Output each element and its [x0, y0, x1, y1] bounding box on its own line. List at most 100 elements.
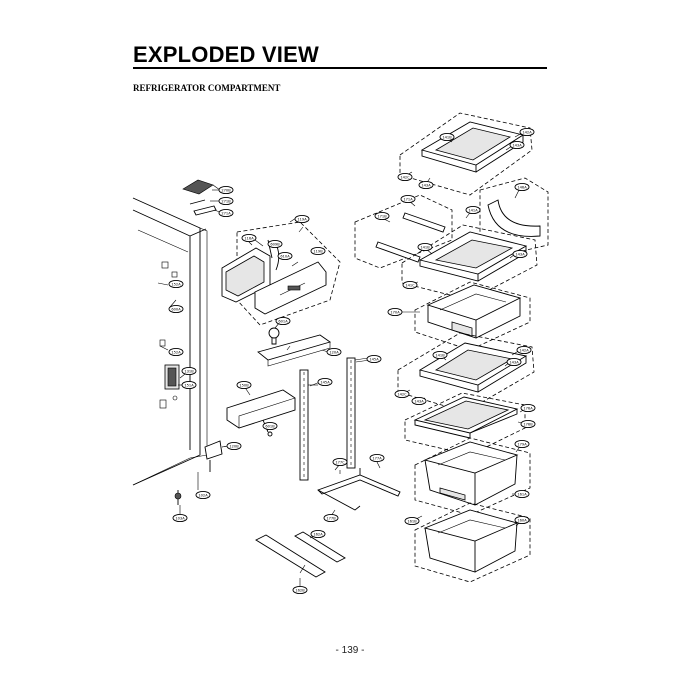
drawer-frame: [317, 468, 401, 511]
top-shelf: [399, 112, 533, 196]
svg-text:161B: 161B: [407, 519, 417, 523]
lower-rails: [255, 531, 346, 578]
svg-text:142C: 142C: [400, 175, 410, 179]
svg-text:601B: 601B: [265, 424, 275, 428]
svg-text:146A: 146A: [517, 185, 527, 189]
crisper-drawer: [414, 281, 531, 351]
callout-142C-top: 142C: [397, 172, 413, 182]
callout-103A: 103A: [172, 513, 188, 523]
svg-text:141C: 141C: [405, 283, 415, 287]
shelf-rails: [299, 357, 369, 481]
svg-text:116A: 116A: [244, 236, 254, 240]
page-number: - 139 -: [335, 645, 365, 656]
callout-143A-low: 143A: [506, 357, 522, 367]
callout-610A: 610A: [277, 251, 293, 261]
svg-text:610A: 610A: [280, 254, 290, 258]
title-divider: [133, 67, 547, 69]
callout-600A: 600A: [168, 304, 184, 314]
callout-177B: 177B: [323, 513, 339, 523]
svg-text:119A: 119A: [297, 217, 307, 221]
svg-text:160A: 160A: [517, 518, 527, 522]
svg-text:601A: 601A: [278, 319, 288, 323]
top-hinge-parts: [182, 179, 221, 216]
callout-161B: 161B: [404, 516, 420, 526]
callout-162A: 162A: [310, 529, 326, 539]
callout-601A: 601A: [275, 316, 291, 326]
svg-text:145A: 145A: [369, 357, 379, 361]
svg-text:609B: 609B: [270, 242, 280, 246]
callout-142A-low: 142A: [516, 345, 532, 355]
svg-text:171B: 171B: [377, 214, 387, 218]
callout-145A-left: 145A: [317, 377, 333, 387]
callout-152A: 152A: [168, 279, 184, 289]
callout-176A: 176A: [520, 403, 536, 413]
svg-text:143A: 143A: [414, 399, 424, 403]
callout-119A: 119A: [294, 214, 310, 224]
crisper-cover: [404, 392, 526, 456]
svg-text:141A: 141A: [468, 208, 478, 212]
svg-text:143A: 143A: [512, 143, 522, 147]
part-callouts: 270B 271B 271A 119A 116A 609B 610A 119B …: [168, 127, 536, 595]
vegetable-drawer-lower: [414, 502, 531, 583]
callout-160A: 160A: [514, 515, 530, 525]
callout-143A-mid: 143A: [512, 249, 528, 259]
svg-text:176A: 176A: [523, 406, 533, 410]
svg-text:102A: 102A: [198, 493, 208, 497]
callout-151A: 151A: [181, 380, 197, 390]
callout-162B: 162B: [292, 585, 308, 595]
svg-text:143A: 143A: [509, 360, 519, 364]
callout-601B: 601B: [262, 421, 278, 431]
svg-text:179A: 179A: [517, 442, 527, 446]
side-cover: [479, 177, 549, 256]
callout-177C: 177C: [332, 457, 348, 467]
callout-171B: 171B: [374, 211, 390, 221]
callout-146A: 146A: [514, 182, 530, 192]
svg-text:152A: 152A: [171, 350, 181, 354]
callout-143A-top: 143A: [509, 140, 525, 150]
callout-271A: 271A: [218, 208, 234, 218]
svg-text:171A: 171A: [403, 197, 413, 201]
callout-145A-right: 145A: [366, 354, 382, 364]
svg-text:142A: 142A: [519, 348, 529, 352]
svg-text:176B: 176B: [523, 422, 533, 426]
svg-text:141B: 141B: [442, 135, 452, 139]
svg-text:271A: 271A: [221, 211, 231, 215]
vegetable-drawer-upper: [414, 437, 531, 516]
section-title: REFRIGERATOR COMPARTMENT: [133, 83, 281, 93]
svg-text:177A: 177A: [372, 456, 382, 460]
callout-609B: 609B: [267, 239, 283, 249]
callout-102A: 102A: [195, 490, 211, 500]
callout-271B: 271B: [218, 196, 234, 206]
svg-text:141B: 141B: [420, 245, 430, 249]
svg-text:162A: 162A: [313, 532, 323, 536]
lamp-cover: [257, 334, 332, 367]
svg-text:270B: 270B: [221, 188, 231, 192]
svg-text:151A: 151A: [184, 383, 194, 387]
control-box-assembly: [221, 221, 341, 326]
callout-177A: 177A: [369, 453, 385, 463]
callout-120B: 120B: [226, 441, 242, 451]
svg-text:271B: 271B: [221, 199, 231, 203]
callout-179A: 179A: [514, 439, 530, 449]
svg-text:161A: 161A: [517, 492, 527, 496]
svg-text:120B: 120B: [229, 444, 239, 448]
callout-142C-low: 142C: [394, 389, 410, 399]
callout-152A-b: 152A: [168, 347, 184, 357]
callout-270B: 270B: [218, 185, 234, 195]
callout-120A: 120A: [326, 347, 342, 357]
svg-text:177B: 177B: [326, 516, 336, 520]
callout-141C: 141C: [402, 280, 418, 290]
svg-text:145A: 145A: [320, 380, 330, 384]
lamp-housing: [226, 389, 296, 437]
callout-141A: 141A: [465, 205, 481, 215]
callout-150B: 150B: [236, 380, 252, 390]
svg-text:103A: 103A: [175, 516, 185, 520]
lower-hinge-parts: [174, 440, 229, 515]
svg-text:152A: 152A: [171, 282, 181, 286]
svg-text:119B: 119B: [313, 249, 323, 253]
callout-119B: 119B: [310, 246, 326, 256]
callout-141B-mid: 141B: [417, 242, 433, 252]
refrigerator-cabinet: [132, 197, 208, 486]
callout-141B-top: 141B: [439, 132, 455, 142]
callout-171A: 171A: [400, 194, 416, 204]
